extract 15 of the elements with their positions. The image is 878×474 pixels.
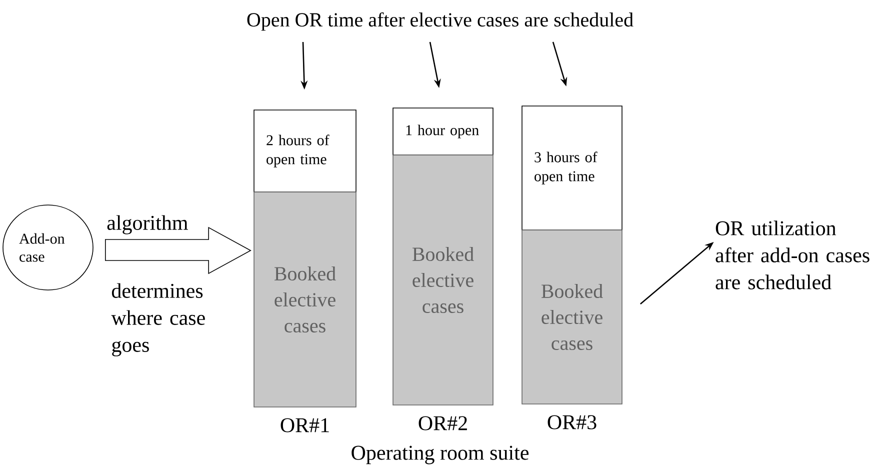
open-time-box: 3 hours of open time bbox=[522, 106, 622, 230]
room-label: OR#1 bbox=[280, 418, 329, 432]
result-text: OR utilization after add-on cases are scheduled bbox=[716, 220, 870, 290]
heading-text: Open OR time after elective cases are scheduled bbox=[247, 12, 634, 31]
booked-cases-box: Booked elective cases bbox=[392, 154, 494, 406]
open-time-box: 1 hour open bbox=[392, 108, 494, 156]
caption-text: Operating room suite bbox=[352, 446, 529, 464]
open-time-box: 2 hours of open time bbox=[254, 110, 356, 192]
booked-cases-box: Booked elective cases bbox=[254, 192, 356, 408]
edge-label: algorithm bbox=[107, 215, 188, 234]
note-text: determines where case goes bbox=[111, 283, 205, 356]
room-label: OR#2 bbox=[418, 416, 467, 430]
room-label: OR#3 bbox=[548, 415, 596, 430]
booked-cases-box: Booked elective cases bbox=[522, 230, 622, 404]
block-arrow bbox=[105, 226, 252, 274]
